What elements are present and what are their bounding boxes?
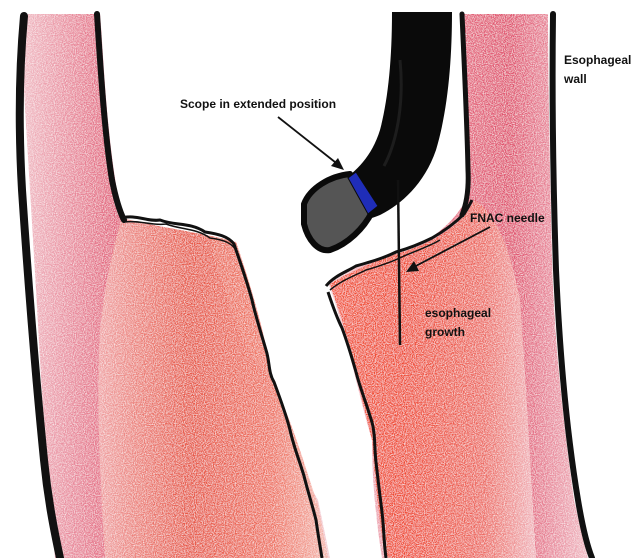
scope-arrow-line — [278, 117, 340, 166]
label-esophageal-wall: Esophageal wall — [564, 51, 631, 89]
right-growth-tissue — [330, 200, 536, 558]
label-esophageal-growth: esophageal growth — [425, 304, 491, 342]
label-scope: Scope in extended position — [180, 95, 336, 114]
label-esophageal-growth-line2: growth — [425, 323, 491, 342]
label-fnac-needle: FNAC needle — [470, 209, 545, 228]
label-esophageal-wall-line2: wall — [564, 70, 631, 89]
label-esophageal-growth-line1: esophageal — [425, 304, 491, 323]
left-growth-tissue — [98, 218, 328, 558]
label-esophageal-wall-line1: Esophageal — [564, 51, 631, 70]
